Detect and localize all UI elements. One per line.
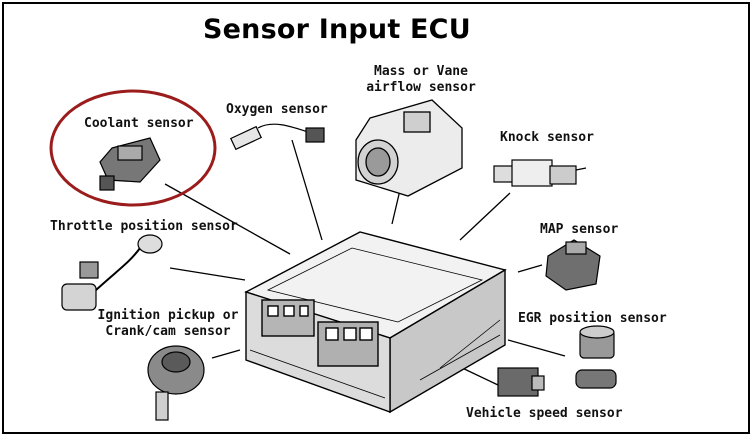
line-map bbox=[517, 264, 543, 273]
label-ignition-line1: Ignition pickup or bbox=[97, 308, 239, 323]
label-vss-sensor: Vehicle speed sensor bbox=[466, 406, 623, 421]
line-oxygen bbox=[291, 139, 323, 241]
label-knock-sensor: Knock sensor bbox=[500, 130, 594, 145]
line-ignition bbox=[211, 349, 241, 359]
label-ignition-line2: Crank/cam sensor bbox=[105, 324, 231, 339]
label-oxygen-sensor: Oxygen sensor bbox=[226, 102, 328, 117]
label-maf-line1: Mass or Vane bbox=[374, 64, 468, 79]
line-knock bbox=[459, 192, 511, 241]
ecu-unit bbox=[244, 231, 507, 414]
line-maf bbox=[391, 189, 401, 225]
label-map-sensor: MAP sensor bbox=[540, 222, 619, 237]
line-throttle bbox=[169, 267, 246, 281]
map-sensor-icon bbox=[545, 239, 601, 291]
egr-sensor-icon bbox=[575, 325, 617, 389]
label-maf-line2: airflow sensor bbox=[366, 80, 476, 95]
label-ignition-sensor: Ignition pickup or Crank/cam sensor bbox=[96, 308, 240, 340]
label-egr-sensor: EGR position sensor bbox=[518, 311, 667, 326]
connector-lines bbox=[164, 139, 566, 386]
line-coolant bbox=[164, 183, 291, 255]
label-throttle-sensor: Throttle position sensor bbox=[50, 219, 238, 234]
knock-sensor-icon bbox=[493, 159, 587, 187]
line-egr bbox=[507, 339, 566, 357]
vss-sensor-icon bbox=[497, 367, 545, 397]
throttle-sensor-icon bbox=[61, 234, 163, 311]
coolant-sensor-icon bbox=[99, 137, 161, 191]
crank-sensor-icon bbox=[147, 345, 205, 421]
oxygen-sensor-icon bbox=[229, 123, 325, 151]
diagram-title: Sensor Input ECU bbox=[203, 14, 471, 45]
maf-sensor-icon bbox=[355, 99, 463, 197]
highlight-ring bbox=[49, 89, 217, 207]
label-coolant-sensor: Coolant sensor bbox=[84, 116, 194, 131]
label-maf-sensor: Mass or Vane airflow sensor bbox=[362, 64, 480, 96]
